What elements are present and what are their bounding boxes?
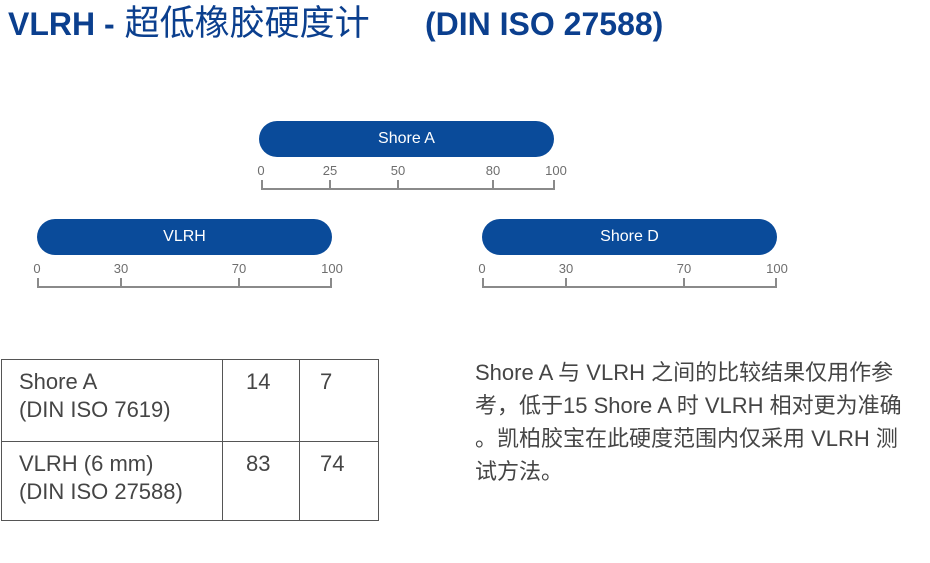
scale-pill-shore-d: Shore D (482, 219, 777, 255)
comparison-table: Shore A (DIN ISO 7619) 14 7 VLRH (6 mm) … (1, 359, 379, 521)
title-product: VLRH - (8, 6, 115, 42)
tick-label: 0 (33, 261, 41, 276)
value: 7 (320, 369, 333, 394)
table-cell-value: 7 (300, 360, 378, 442)
tick-label: 0 (478, 261, 486, 276)
tick-label: 70 (231, 261, 247, 276)
note-line: 试方法。 (475, 459, 564, 484)
comparison-note: Shore A 与 VLRH 之间的比较结果仅用作参 考，低于15 Shore … (475, 356, 902, 488)
tick-mark (565, 278, 567, 287)
tick-mark (482, 278, 484, 287)
value: 74 (320, 451, 345, 476)
scale-shore-d: Shore D 0 30 70 100 (478, 219, 788, 299)
tick-mark (329, 180, 331, 189)
scale-standard: (DIN ISO 7619) (19, 397, 171, 422)
scale-name: Shore A (19, 369, 98, 394)
title-description: 超低橡胶硬度计 (124, 4, 370, 43)
tick-mark (397, 180, 399, 189)
tick-label: 100 (766, 261, 788, 276)
scale-axis-line (261, 188, 555, 190)
tick-mark (683, 278, 685, 287)
tick-mark (238, 278, 240, 287)
value: 83 (246, 451, 271, 476)
tick-label: 80 (485, 163, 501, 178)
tick-mark (775, 278, 777, 287)
scale-standard: (DIN ISO 27588) (19, 479, 183, 504)
tick-label: 50 (390, 163, 406, 178)
tick-label: 25 (322, 163, 338, 178)
tick-mark (492, 180, 494, 189)
title-standard: (DIN ISO 27588) (425, 6, 664, 42)
scale-shore-a: Shore A 0 25 50 80 100 (257, 121, 567, 201)
scale-pill-vlrh: VLRH (37, 219, 332, 255)
table-cell-scale-name: Shore A (DIN ISO 7619) (2, 360, 223, 442)
scale-axis-line (482, 286, 777, 288)
scale-axis-line (37, 286, 332, 288)
tick-label: 70 (676, 261, 692, 276)
table-cell-value: 14 (223, 360, 300, 442)
tick-mark (120, 278, 122, 287)
tick-label: 30 (558, 261, 574, 276)
table-cell-scale-name: VLRH (6 mm) (DIN ISO 27588) (2, 442, 223, 520)
note-line: 。凯柏胶宝在此硬度范围内仅采用 VLRH 测 (475, 426, 898, 451)
scale-vlrh: VLRH 0 30 70 100 (33, 219, 343, 299)
note-line: Shore A 与 VLRH 之间的比较结果仅用作参 (475, 360, 894, 385)
value: 14 (246, 369, 271, 394)
tick-label: 0 (257, 163, 265, 178)
tick-mark (553, 180, 555, 189)
tick-label: 100 (321, 261, 343, 276)
tick-label: 30 (113, 261, 129, 276)
table-cell-value: 83 (223, 442, 300, 520)
tick-mark (261, 180, 263, 189)
scale-pill-shore-a: Shore A (259, 121, 554, 157)
table-cell-value: 74 (300, 442, 378, 520)
scale-name: VLRH (6 mm) (19, 451, 154, 476)
page-title: VLRH -超低橡胶硬度计 (8, 2, 370, 46)
tick-label: 100 (545, 163, 567, 178)
tick-mark (330, 278, 332, 287)
note-line: 考，低于15 Shore A 时 VLRH 相对更为准确 (475, 393, 902, 418)
tick-mark (37, 278, 39, 287)
